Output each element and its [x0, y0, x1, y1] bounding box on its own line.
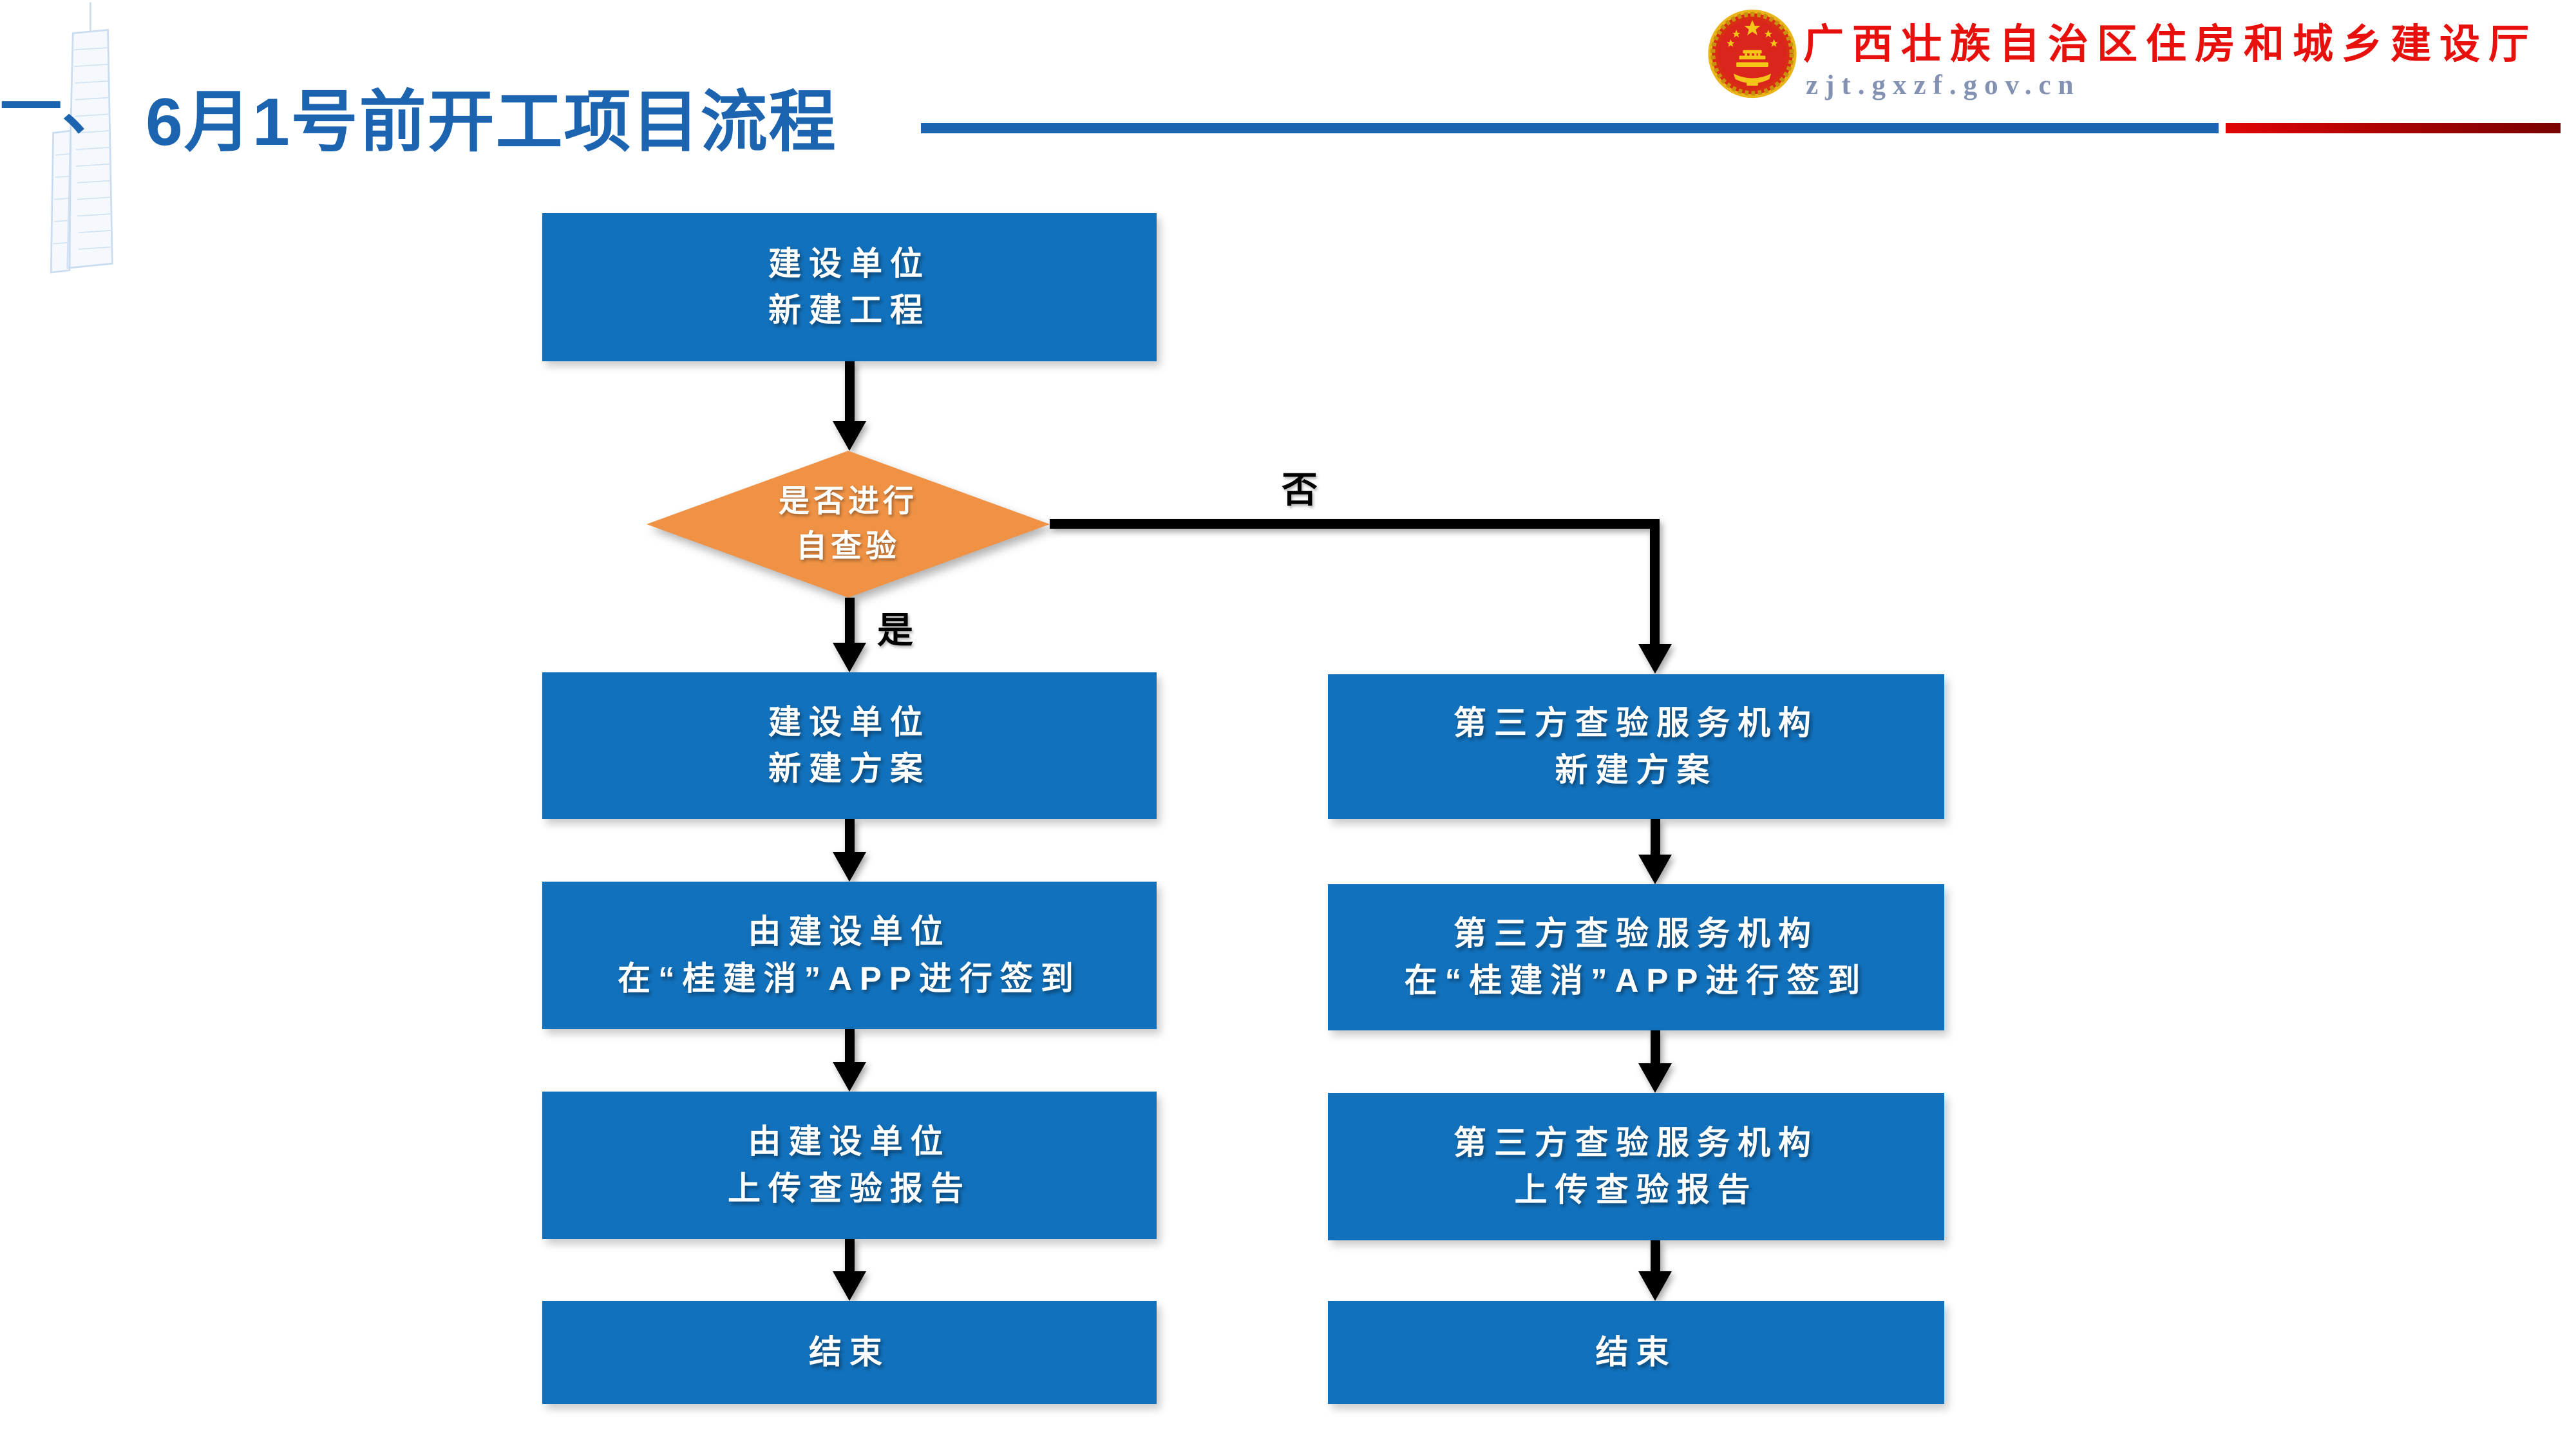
- arrow-down: [1638, 1240, 1672, 1301]
- flow-box-start: 建设单位 新建工程: [542, 213, 1157, 361]
- label-yes: 是: [877, 610, 913, 650]
- arrow-down: [1638, 1030, 1672, 1093]
- flow-box-end: 结束: [1328, 1301, 1944, 1404]
- flow-box-text: 结束: [1595, 1333, 1677, 1370]
- arrow-down: [833, 598, 866, 672]
- flow-box-text: 在“桂建消”APP进行签到: [618, 960, 1081, 997]
- flow-box-text: 新建方案: [1555, 751, 1718, 788]
- decision-text: 自查验: [795, 529, 900, 564]
- flow-box: 由建设单位 在“桂建消”APP进行签到: [542, 882, 1157, 1029]
- building-watermark-icon: [50, 2, 113, 274]
- flow-box-text: 第三方查验服务机构: [1453, 705, 1819, 742]
- flow-box-text: 在“桂建消”APP进行签到: [1404, 961, 1868, 999]
- label-no: 否: [1282, 469, 1318, 510]
- flow-box: 第三方查验服务机构 新建方案: [1328, 674, 1944, 819]
- title-underline-blue: [921, 123, 2219, 133]
- title-underline-red: [2226, 123, 2561, 133]
- flow-box-text: 新建方案: [768, 750, 931, 787]
- flow-box: 第三方查验服务机构 上传查验报告: [1328, 1093, 1944, 1240]
- arrow-down: [1638, 819, 1672, 884]
- flow-box-text: 上传查验报告: [727, 1170, 971, 1207]
- decision-text: 是否进行: [778, 484, 918, 519]
- arrow-down: [833, 1029, 866, 1092]
- arrow-down: [833, 819, 866, 882]
- page-title: 6月1号前开工项目流程: [146, 85, 837, 160]
- agency-url: zjt.gxzf.gov.cn: [1806, 70, 2081, 100]
- flow-box: 由建设单位 上传查验报告: [542, 1092, 1157, 1239]
- flow-box-text: 由建设单位: [748, 1123, 951, 1160]
- section-number: 一、: [0, 73, 124, 142]
- agency-name: 广西壮族自治区住房和城乡建设厅: [1803, 22, 2537, 67]
- flow-box-text: 第三方查验服务机构: [1453, 915, 1819, 952]
- national-emblem-icon: [1708, 9, 1797, 99]
- flow-box: 建设单位 新建方案: [542, 672, 1157, 819]
- flow-box-text: 上传查验报告: [1514, 1171, 1758, 1208]
- arrow-down: [833, 1239, 866, 1301]
- flow-box-end: 结束: [542, 1301, 1157, 1404]
- arrow-down: [833, 361, 866, 451]
- flow-box-text: 结束: [808, 1333, 890, 1370]
- flow-box-text: 第三方查验服务机构: [1453, 1124, 1819, 1162]
- flow-box-text: 建设单位: [768, 703, 931, 741]
- flow-box-text: 建设单位: [768, 245, 931, 282]
- decision-diamond: 是否进行 自查验: [647, 451, 1050, 598]
- flow-box-text: 由建设单位: [748, 913, 951, 951]
- flow-box: 第三方查验服务机构 在“桂建消”APP进行签到: [1328, 884, 1944, 1030]
- flow-box-text: 新建工程: [768, 292, 931, 328]
